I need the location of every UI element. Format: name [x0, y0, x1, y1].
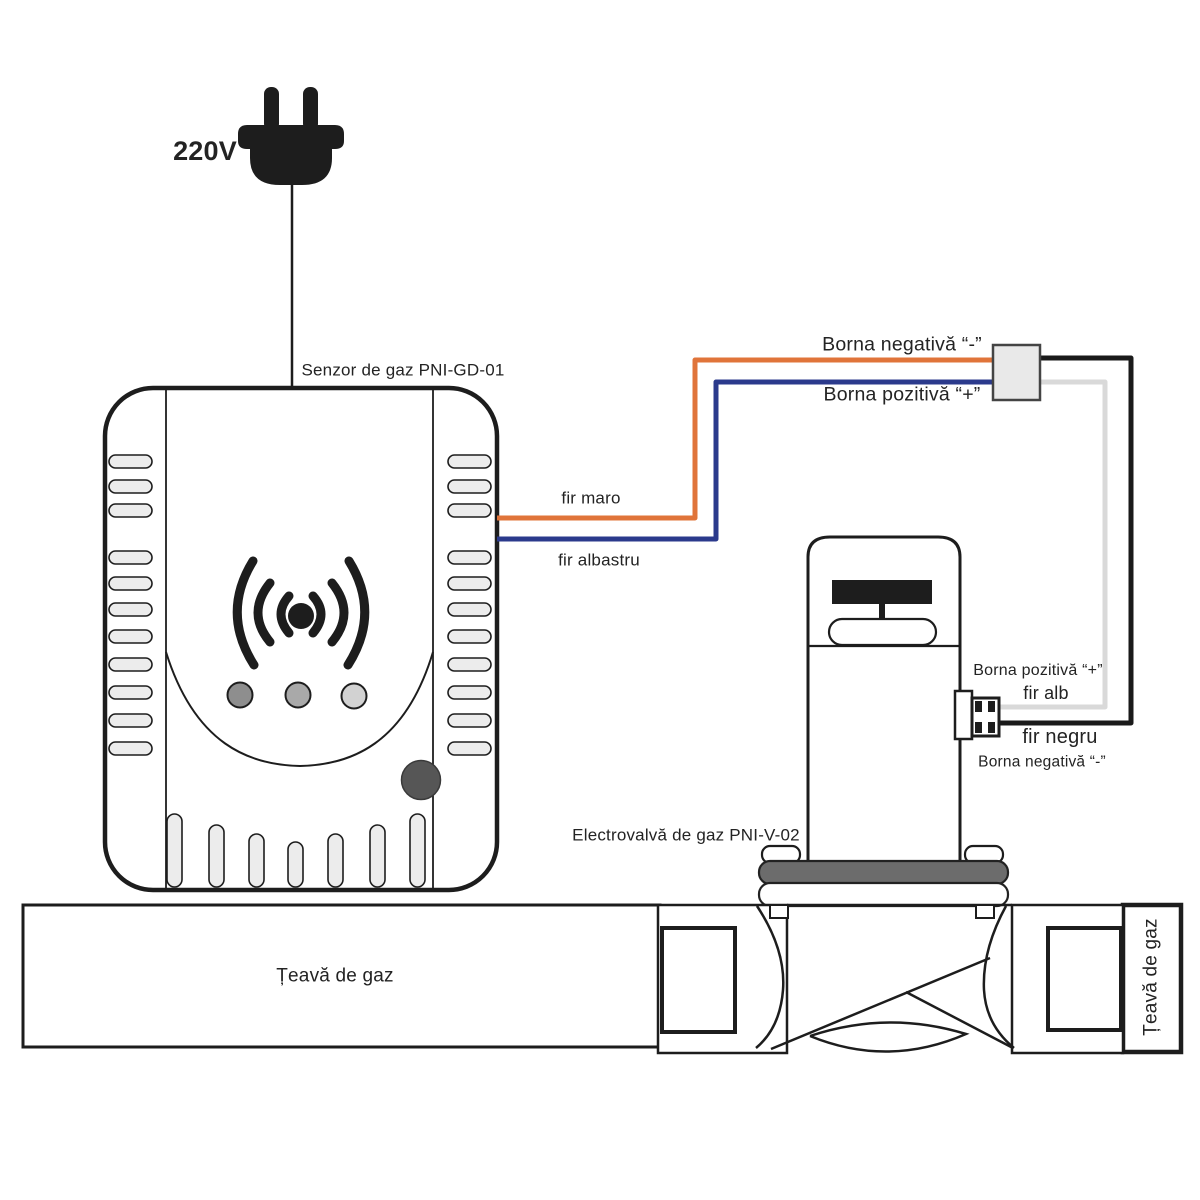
wire-white: [999, 379, 1108, 710]
pipe-right-section: [1120, 902, 1184, 1055]
sensor-label: Senzor de gaz PNI-GD-01: [301, 360, 505, 380]
led-2: [284, 681, 312, 709]
flange-ring-white: [757, 881, 1010, 908]
plug-prong: [303, 87, 318, 131]
alarm-waves-icon: [232, 556, 370, 670]
gas-pipe: [21, 902, 1184, 1055]
wires: [497, 355, 1134, 726]
terminal-positive-top-label: Borna pozitivă “+”: [823, 383, 981, 406]
led-indicators: [226, 681, 368, 710]
terminal-negative-top-label: Borna negativă “-”: [822, 333, 982, 356]
valve-label: Electrovalvă de gaz PNI-V-02: [572, 825, 800, 845]
led-1: [226, 681, 254, 709]
valve-seat-lens: [809, 1021, 970, 1053]
junction-connector: [991, 343, 1042, 402]
union-left-nut: [660, 926, 737, 1034]
union-right-nut: [1046, 926, 1123, 1032]
vent-slots-bottom: [166, 813, 426, 888]
terminal-negative-valve-label: Borna negativă “-”: [978, 753, 1106, 771]
wire-white-label: fir alb: [1023, 683, 1069, 704]
flange-gasket-dark: [757, 859, 1010, 886]
led-3: [340, 682, 368, 710]
alarm-center-dot: [288, 603, 314, 629]
plug-prong: [264, 87, 279, 131]
connector-pins: [975, 701, 995, 733]
voltage-label: 220V: [173, 136, 237, 167]
power-plug-icon: [238, 87, 344, 388]
wire-blue: [497, 379, 995, 542]
connector-tab: [953, 689, 974, 741]
pipe-left-section: [21, 903, 662, 1049]
coil-stem: [879, 604, 885, 620]
coil-top-plate: [832, 580, 932, 604]
coil-label-pill: [827, 617, 938, 647]
test-button: [400, 759, 442, 801]
electrovalve-device: [757, 535, 1010, 908]
bolt-shaft-left: [769, 904, 789, 919]
wire-blue-label: fir albastru: [558, 550, 640, 570]
pipe-left-label: Țeavă de gaz: [276, 965, 394, 987]
wire-black-label: fir negru: [1022, 726, 1098, 748]
wire-black: [999, 355, 1134, 726]
vent-slots-left: [108, 454, 153, 756]
speaker-circle: [165, 651, 434, 768]
wire-brown: [497, 357, 995, 521]
gas-sensor-device: [102, 385, 500, 893]
vent-slots-right: [447, 454, 492, 756]
valve-body-curves: [755, 905, 1015, 1053]
pipe-right-label: Țeavă de gaz: [1140, 918, 1162, 1036]
plug-body: [238, 125, 344, 185]
sensor-housing: [102, 385, 500, 893]
bolt-shaft-right: [975, 904, 995, 919]
terminal-positive-valve-label: Borna pozitivă “+”: [973, 662, 1103, 680]
wire-brown-label: fir maro: [561, 488, 621, 508]
